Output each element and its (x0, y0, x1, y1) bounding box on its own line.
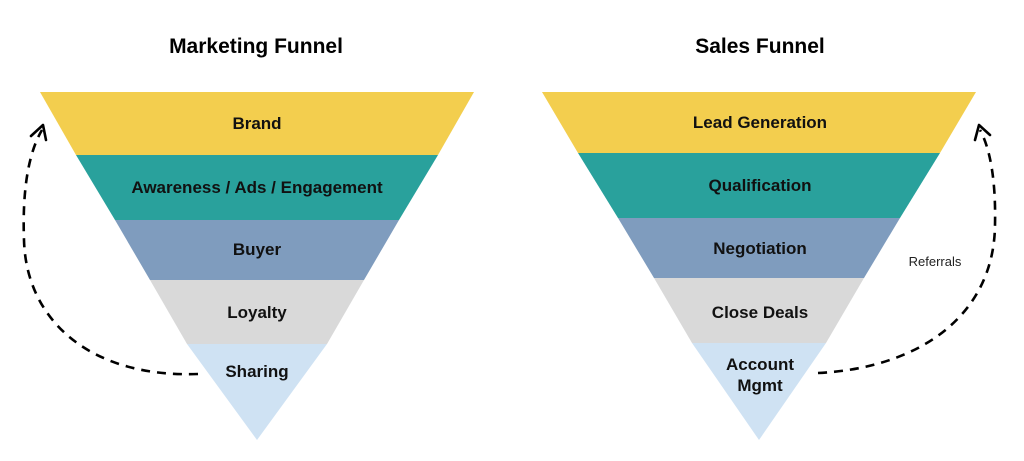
marketing-tier-brand (40, 92, 474, 155)
marketing-loop-arrow (22, 129, 199, 376)
marketing-tier-buyer (115, 220, 399, 280)
sales-funnel: Sales Funnel Lead Generation Qualificati… (542, 35, 997, 440)
marketing-tier-loyalty (150, 280, 364, 344)
arrow-head-icon (973, 123, 992, 142)
marketing-tier-label: Awareness / Ads / Engagement (131, 178, 383, 197)
sales-tier-qualification (578, 153, 940, 218)
sales-tier-label: Mgmt (737, 376, 783, 395)
marketing-tier-awareness (76, 155, 438, 220)
marketing-funnel: Marketing Funnel Brand Awareness / Ads /… (22, 35, 474, 440)
sales-tier-label: Account (726, 355, 794, 374)
sales-loop-arrow (817, 129, 997, 375)
sales-tier-label: Qualification (709, 176, 812, 195)
sales-tier-label: Negotiation (713, 239, 807, 258)
marketing-tier-label: Brand (232, 114, 281, 133)
sales-tier-lead-generation (542, 92, 976, 153)
marketing-tier-label: Buyer (233, 240, 282, 259)
sales-tier-account-mgmt (692, 343, 826, 440)
arrow-head-icon (29, 123, 48, 142)
sales-tier-close-deals (654, 278, 864, 343)
sales-tier-label: Close Deals (712, 303, 808, 322)
sales-tier-label: Lead Generation (693, 113, 827, 132)
sales-funnel-title: Sales Funnel (695, 35, 825, 58)
sales-tier-negotiation (618, 218, 900, 278)
marketing-tier-label: Sharing (225, 362, 288, 381)
marketing-funnel-title: Marketing Funnel (169, 35, 343, 58)
marketing-tier-sharing (187, 344, 327, 440)
marketing-tier-label: Loyalty (227, 303, 287, 322)
referrals-label: Referrals (909, 254, 962, 269)
